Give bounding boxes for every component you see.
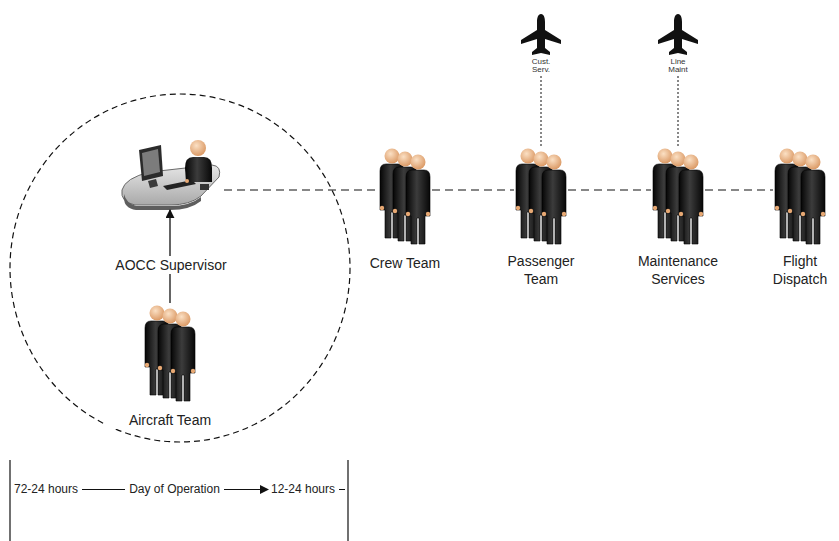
team-figure-icon [380,149,430,245]
dashed-link [705,189,773,190]
node-label: Flight Dispatch [765,252,835,288]
node-label: Passenger Team [493,252,589,288]
team-node: Maintenance Services [651,146,705,246]
node-label: Line Maint [663,58,693,75]
team-figure-icon [516,149,566,245]
timeline-rule [339,489,345,490]
node-label: Crew Team [357,254,453,272]
timeline-label: Day of Operation [129,482,220,496]
supervisor-node: AOCC Supervisor [118,138,224,210]
timeline-rule [82,489,125,490]
team-figure-icon [145,306,195,402]
dashed-link [432,189,514,190]
timeline: 72-24 hours Day of Operation 12-24 hours [14,480,345,498]
team-figure-icon [653,149,703,245]
timeline-arrow [224,489,267,490]
timeline-bar [347,460,348,541]
timeline-label: 72-24 hours [14,482,78,496]
dashed-boundary [10,94,350,442]
airplane-icon [521,14,561,55]
dashed-link [568,189,651,190]
team-figure-icon [775,149,825,245]
team-node: Aircraft Team [143,303,197,403]
team-node: Flight Dispatch [773,146,827,246]
node-label: AOCC Supervisor [96,256,246,274]
timeline-label: 12-24 hours [271,482,335,496]
aircraft-node: Cust. Serv. [521,12,561,75]
team-node: Passenger Team [514,146,568,246]
aircraft-node: Line Maint [658,12,698,75]
team-node: Crew Team [378,146,432,246]
dashed-link [541,75,542,146]
supervisor-desk-icon [122,140,220,210]
node-label: Cust. Serv. [526,58,556,75]
node-label: Maintenance Services [628,252,728,288]
airplane-icon [658,14,698,55]
dashed-link [678,75,679,146]
timeline-bar [9,460,10,541]
dashed-link [224,189,378,190]
node-label: Aircraft Team [105,411,235,429]
